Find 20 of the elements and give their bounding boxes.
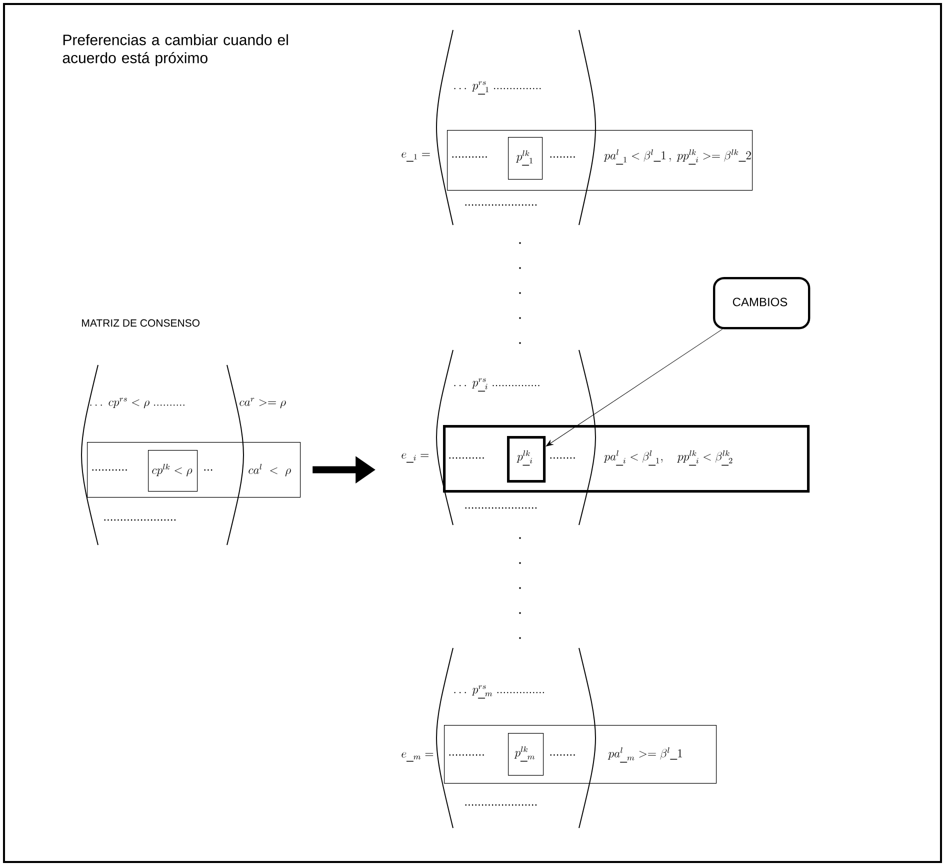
inner-box: $p^{lk}_{\_1}$ xyxy=(508,137,543,180)
matrix-entry: ...................... xyxy=(465,804,536,806)
matrix-entry: $e_{\_m}=$ xyxy=(402,752,434,762)
matrix-entry: ...................... xyxy=(465,507,536,509)
inner-box: $p^{lk}_{\_i}$ xyxy=(507,436,546,483)
matrix-entry: $ca^{r} >= \rho$ xyxy=(240,398,286,408)
matrix-entry: $e_{\_1}=$ xyxy=(402,152,430,162)
matrix-entry: $\ldots\ p^{rs}_{\_1}\ ...............$ xyxy=(454,81,541,95)
matrix-entry: $e_{\_i}=$ xyxy=(402,453,429,463)
inner-box: $cp^{lk} < \rho$ xyxy=(148,450,198,492)
arrow xyxy=(546,328,723,446)
matrix-entry: ...................... xyxy=(465,204,536,206)
callout-box: CAMBIOS xyxy=(713,277,810,330)
inner-box: $p^{lk}_{\_m}$ xyxy=(508,733,544,776)
title: Preferencias a cambiar cuando el acuerdo está próximo xyxy=(62,34,288,66)
matrix-entry: $\ldots\ cp^{rs} <\rho\ ..........$ xyxy=(90,398,184,408)
matrix-entry: ...................... xyxy=(104,519,176,521)
heading: MATRIZ DE CONSENSO xyxy=(82,319,200,327)
matrix-entry: $\ldots\ p^{rs}_{\_i}\ ...............$ xyxy=(454,378,540,392)
matrix-entry: $\ldots\ p^{rs}_{\_m}\ ...............$ xyxy=(454,685,544,699)
